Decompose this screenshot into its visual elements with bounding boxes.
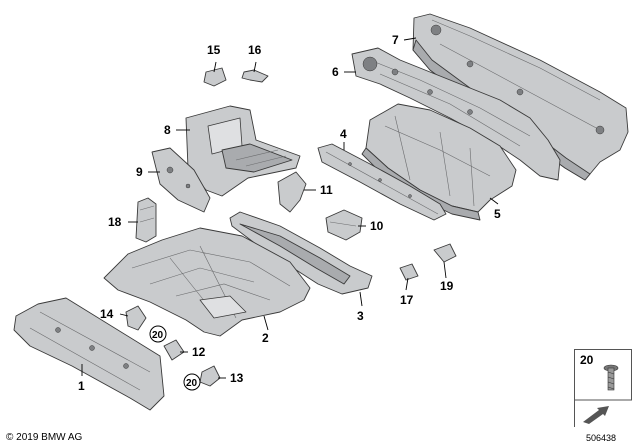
arrow-icon (575, 399, 632, 427)
callout-7: 7 (392, 33, 399, 47)
legend-number: 20 (580, 353, 594, 367)
part-14-bracket[interactable] (125, 305, 147, 331)
callout-6: 6 (332, 65, 339, 79)
callout-16: 16 (248, 43, 262, 57)
callout-17: 17 (400, 293, 414, 307)
legend-box: 20 (574, 349, 632, 427)
diagram-id: 506438 (586, 433, 617, 443)
part-4-longitudinal-member[interactable] (317, 143, 447, 221)
callout-14: 14 (100, 307, 114, 321)
part-16-bracket[interactable] (241, 69, 269, 83)
part-13-bracket[interactable] (199, 365, 221, 387)
callout-5: 5 (494, 207, 501, 221)
copyright-text: © 2019 BMW AG (6, 432, 83, 443)
screw-icon (603, 364, 619, 391)
part-19-clip[interactable] (433, 243, 457, 263)
callout-13: 13 (230, 371, 244, 385)
part-17-clip[interactable] (399, 263, 419, 281)
part-15-clip[interactable] (203, 67, 227, 87)
part-10-bracket[interactable] (325, 209, 363, 241)
part-2-floor-pan[interactable] (103, 227, 311, 337)
callout-1: 1 (78, 379, 85, 393)
callout-12: 12 (192, 345, 206, 359)
circled-ref-13: 20 (183, 373, 201, 391)
callout-15: 15 (207, 43, 221, 57)
part-1-front-panel[interactable] (13, 297, 165, 411)
callout-19: 19 (440, 279, 454, 293)
callout-4: 4 (340, 127, 347, 141)
callout-9: 9 (136, 165, 143, 179)
leader-lines (81, 37, 499, 379)
circled-ref-12-text: 20 (152, 330, 164, 341)
callout-2: 2 (262, 331, 269, 345)
callout-11: 11 (320, 183, 333, 197)
part-9-side-bracket[interactable] (151, 147, 211, 213)
circled-ref-12: 20 (149, 325, 167, 343)
part-18-post[interactable] (135, 197, 157, 243)
callout-3: 3 (357, 309, 364, 323)
part-11-bracket[interactable] (277, 171, 307, 213)
callout-labels: 1 2 3 4 5 6 7 8 9 10 11 12 13 14 15 16 1… (78, 33, 501, 393)
circled-ref-13-text: 20 (186, 378, 198, 389)
callout-18: 18 (108, 215, 122, 229)
callout-8: 8 (164, 123, 171, 137)
callout-10: 10 (370, 219, 384, 233)
part-12-bracket[interactable] (163, 339, 185, 361)
part-6-rear-panel-lower[interactable] (351, 47, 561, 181)
